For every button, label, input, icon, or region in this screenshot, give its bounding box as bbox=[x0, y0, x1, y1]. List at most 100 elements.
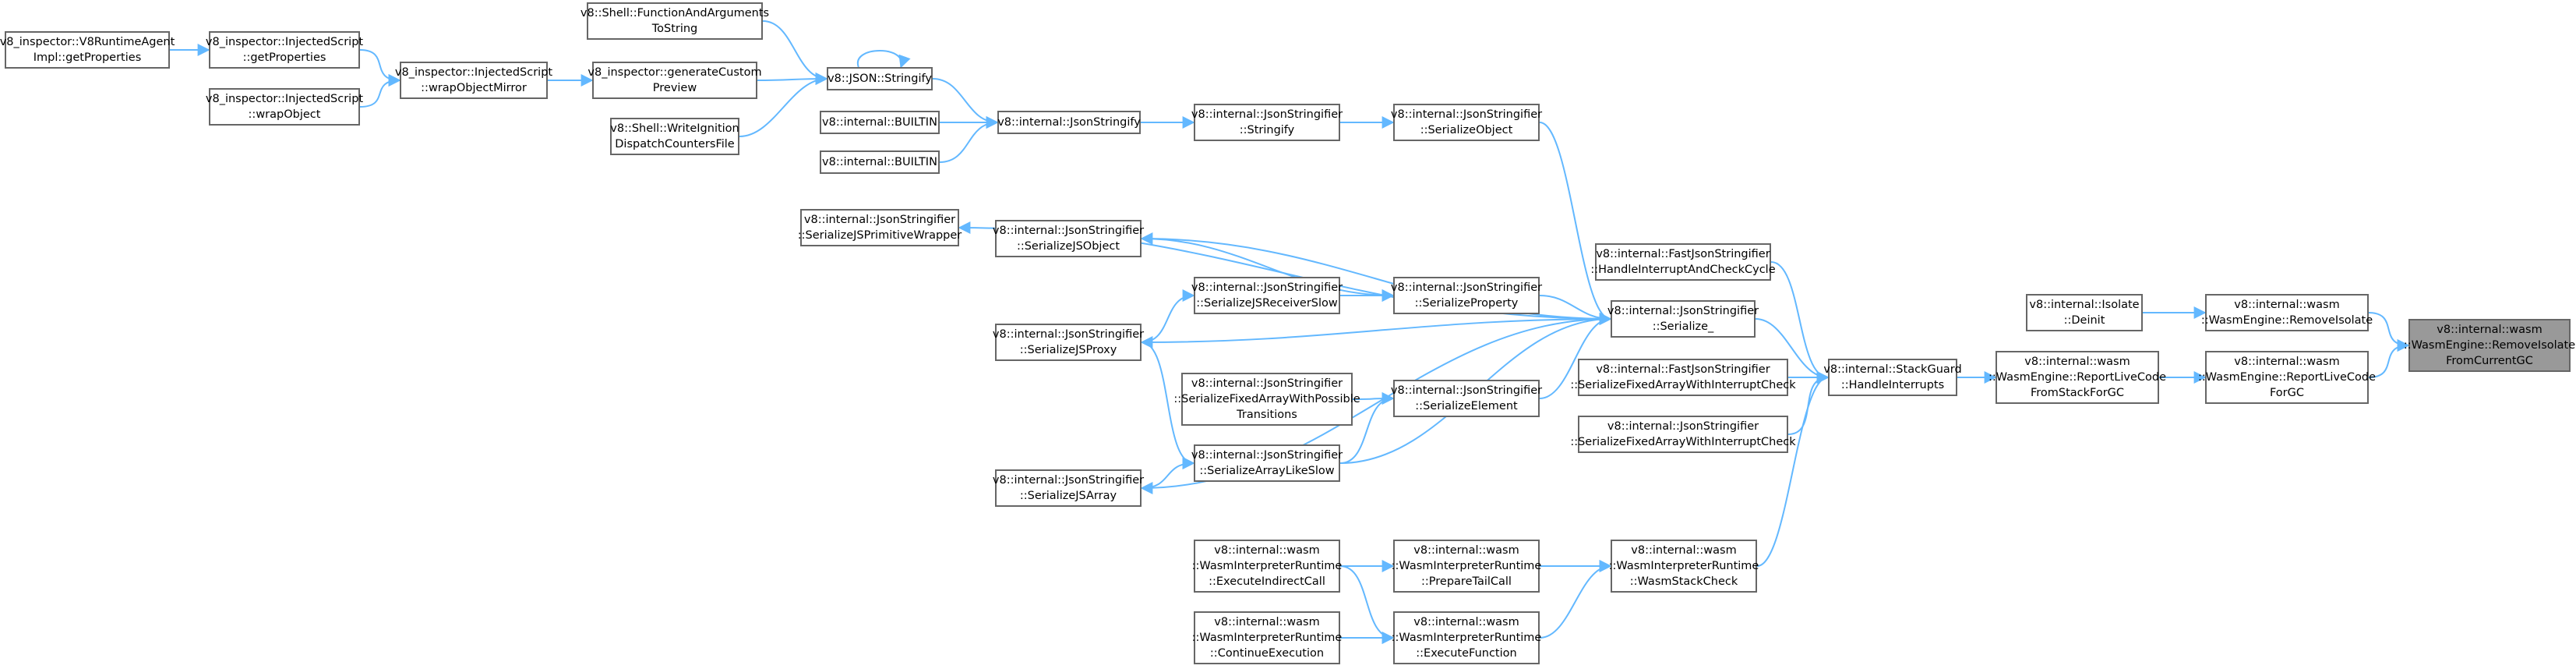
node-jsonstringifier-serializefixedarraywithpossibletransitions[interactable]: v8::internal::JsonStringifier ::Serializ… bbox=[1173, 373, 1360, 426]
edge-n34-to-n10 bbox=[1539, 560, 1612, 639]
node-label: v8::internal::wasm bbox=[2234, 356, 2340, 368]
node-label: FromCurrentGC bbox=[2446, 355, 2533, 367]
node-label: v8::internal::JsonStringifier bbox=[803, 214, 956, 226]
node-wasmengine-reportlivecodefromstackforgc[interactable]: v8::internal::wasm ::WasmEngine::ReportL… bbox=[1988, 351, 2166, 404]
node-label: v8::internal::JsonStringifier bbox=[1191, 449, 1343, 462]
node-wasminterpreterruntime-preparetailcall[interactable]: v8::internal::wasm ::WasmInterpreterRunt… bbox=[1391, 540, 1542, 593]
node-label: v8::internal::JsonStringifier bbox=[1390, 108, 1543, 121]
node-label: v8::internal::StackGuard bbox=[1823, 363, 1962, 376]
node-jsonstringifier-serializeelement[interactable]: v8::internal::JsonStringifier ::Serializ… bbox=[1390, 380, 1543, 417]
node-label: v8::internal::JsonStringifier bbox=[1191, 281, 1343, 294]
node-jsonstringifier-serializejsprimitivewrapper[interactable]: v8::internal::JsonStringifier ::Serializ… bbox=[797, 209, 962, 246]
node-label: ::WasmEngine::RemoveIsolate bbox=[2403, 339, 2576, 352]
node-injectedscript-getproperties[interactable]: v8_inspector::InjectedScript ::getProper… bbox=[206, 31, 363, 69]
node-label: v8::internal::BUILTIN bbox=[822, 116, 937, 129]
edge-n22-to-n20 bbox=[359, 74, 401, 108]
node-label: ::wrapObjectMirror bbox=[421, 82, 527, 94]
node-injectedscript-wrapobject[interactable]: v8_inspector::InjectedScript ::wrapObjec… bbox=[206, 88, 363, 126]
edge-n32-to-n31 bbox=[1141, 457, 1195, 489]
node-jsonstringifier-stringify[interactable]: v8::internal::JsonStringifier ::Stringif… bbox=[1191, 104, 1343, 141]
node-label: Preview bbox=[652, 82, 697, 94]
node-label: v8::internal::Isolate bbox=[2029, 299, 2140, 311]
node-label: v8::internal::JsonStringifier bbox=[1390, 281, 1543, 294]
node-label: FromStackForGC bbox=[2030, 387, 2125, 399]
node-inspector-generatecustompreview[interactable]: v8_inspector::generateCustom Preview bbox=[588, 62, 762, 99]
node-label: Transitions bbox=[1237, 409, 1297, 421]
node-label: ::HandleInterruptAndCheckCycle bbox=[1590, 264, 1776, 276]
node-wasminterpreterruntime-continueexecution[interactable]: v8::internal::wasm ::WasmInterpreterRunt… bbox=[1191, 611, 1343, 664]
edge-n14-to-n13 bbox=[932, 78, 999, 129]
node-jsonstringifier-serializejsreceiverslow[interactable]: v8::internal::JsonStringifier ::Serializ… bbox=[1191, 277, 1343, 314]
edge-n2-to-n0 bbox=[2368, 339, 2410, 378]
node-jsonstringifier-serializejsproxy[interactable]: v8::internal::JsonStringifier ::Serializ… bbox=[992, 324, 1145, 361]
node-label: ::Deinit bbox=[2063, 314, 2105, 327]
node-label: ::SerializeFixedArrayWithInterruptCheck bbox=[1570, 379, 1796, 391]
node-label: v8::internal::FastJsonStringifier bbox=[1596, 363, 1770, 376]
node-label: ::getProperties bbox=[242, 51, 326, 64]
node-label: ::SerializeProperty bbox=[1414, 297, 1519, 310]
node-label: v8::internal::JsonStringifier bbox=[1607, 305, 1759, 317]
node-label: v8::internal::wasm bbox=[1413, 616, 1519, 628]
node-wasminterpreterruntime-executeindirectcall[interactable]: v8::internal::wasm ::WasmInterpreterRunt… bbox=[1191, 540, 1343, 593]
node-jsonstringifier-serializeproperty[interactable]: v8::internal::JsonStringifier ::Serializ… bbox=[1390, 277, 1543, 314]
node-label: v8::Shell::FunctionAndArguments bbox=[580, 7, 770, 19]
node-injectedscript-wrapobjectmirror[interactable]: v8_inspector::InjectedScript ::wrapObjec… bbox=[395, 62, 552, 99]
node-label: ::WasmEngine::RemoveIsolate bbox=[2200, 314, 2373, 327]
node-jsonstringifier-serializefixedarraywithinterruptcheck[interactable]: v8::internal::JsonStringifier ::Serializ… bbox=[1570, 416, 1796, 453]
node-label: v8_inspector::InjectedScript bbox=[394, 66, 553, 79]
node-v8runtimeagentimpl-getproperties[interactable]: v8_inspector::V8RuntimeAgent Impl::getPr… bbox=[0, 31, 175, 69]
node-label: v8::internal::JsonStringifier bbox=[1607, 420, 1759, 433]
node-label: ::WasmInterpreterRuntime bbox=[1191, 560, 1343, 572]
node-label: v8_inspector::generateCustom bbox=[588, 66, 762, 79]
node-label: v8::internal::wasm bbox=[2437, 324, 2542, 336]
node-label: ::ExecuteIndirectCall bbox=[1209, 575, 1325, 588]
node-internal-builtin[interactable]: v8::internal::BUILTIN bbox=[820, 111, 940, 134]
node-label: ::WasmStackCheck bbox=[1629, 575, 1738, 588]
node-label: ::WasmInterpreterRuntime bbox=[1391, 560, 1542, 572]
node-jsonstringifier-serializeobject[interactable]: v8::internal::JsonStringifier ::Serializ… bbox=[1390, 104, 1543, 141]
node-label: v8::internal::JsonStringifier bbox=[1191, 377, 1343, 390]
node-label: v8::internal::wasm bbox=[1631, 544, 1737, 557]
node-label: v8_inspector::V8RuntimeAgent bbox=[0, 36, 175, 48]
node-label: v8::internal::JsonStringifier bbox=[1390, 384, 1543, 397]
node-label: ::HandleInterrupts bbox=[1840, 379, 1945, 391]
node-label: ::SerializeJSReceiverSlow bbox=[1196, 297, 1338, 310]
edge-n10-to-n5 bbox=[1756, 371, 1830, 567]
node-label: v8::internal::JsonStringifier bbox=[992, 328, 1145, 341]
node-jsonstringifier-serializejsobject[interactable]: v8::internal::JsonStringifier ::Serializ… bbox=[993, 220, 1144, 257]
node-label: ::SerializeFixedArrayWithPossible bbox=[1173, 393, 1360, 405]
edge-n11-to-n7 bbox=[1539, 122, 1612, 325]
node-label: ::SerializeJSArray bbox=[1019, 490, 1117, 502]
node-label: v8::internal::wasm bbox=[1214, 616, 1320, 628]
node-wasminterpreterruntime-executefunction[interactable]: v8::internal::wasm ::WasmInterpreterRunt… bbox=[1392, 611, 1541, 664]
node-label: ::WasmInterpreterRuntime bbox=[1608, 560, 1759, 572]
node-internal-jsonstringify[interactable]: v8::internal::JsonStringify bbox=[997, 111, 1141, 134]
node-json-stringify[interactable]: v8::JSON::Stringify bbox=[827, 67, 933, 90]
node-fastjsonstringifier-serializefixedarraywithinterruptcheck[interactable]: v8::internal::FastJsonStringifier ::Seri… bbox=[1570, 359, 1796, 396]
node-label: DispatchCountersFile bbox=[615, 138, 735, 150]
node-label: v8::internal::JsonStringify bbox=[997, 116, 1141, 129]
node-wasmengine-reportlivecodeforgc[interactable]: v8::internal::wasm ::WasmEngine::ReportL… bbox=[2198, 351, 2376, 404]
node-shell-writeignitiondispatchcountersfile[interactable]: v8::Shell::WriteIgnition DispatchCounter… bbox=[610, 118, 739, 155]
node-jsonstringifier-serializearraylikeslow[interactable]: v8::internal::JsonStringifier ::Serializ… bbox=[1191, 444, 1343, 482]
node-internal-builtin[interactable]: v8::internal::BUILTIN bbox=[820, 150, 940, 174]
node-fastjsonstringifier-handleinterruptandcheckcycle[interactable]: v8::internal::FastJsonStringifier ::Hand… bbox=[1590, 243, 1776, 281]
node-stackguard-handleinterrupts[interactable]: v8::internal::StackGuard ::HandleInterru… bbox=[1823, 359, 1962, 396]
node-label: ::WasmInterpreterRuntime bbox=[1191, 632, 1343, 644]
node-label: v8::internal::JsonStringifier bbox=[992, 474, 1145, 487]
node-label: ::SerializeJSObject bbox=[1016, 240, 1120, 253]
node-isolate-deinit[interactable]: v8::internal::Isolate ::Deinit bbox=[2026, 294, 2143, 331]
edge-n17-to-n14 bbox=[762, 20, 828, 85]
node-label: ::SerializeJSPrimitiveWrapper bbox=[797, 229, 962, 242]
node-label: Impl::getProperties bbox=[33, 51, 142, 64]
node-wasminterpreterruntime-wasmstackcheck[interactable]: v8::internal::wasm ::WasmInterpreterRunt… bbox=[1608, 540, 1759, 593]
node-label: ::ContinueExecution bbox=[1209, 647, 1325, 660]
node-label: v8::internal::FastJsonStringifier bbox=[1596, 248, 1770, 260]
node-label: v8::Shell::WriteIgnition bbox=[610, 122, 739, 135]
node-jsonstringifier-serialize[interactable]: v8::internal::JsonStringifier ::Serializ… bbox=[1607, 300, 1759, 338]
node-shell-functionandargumentstostring[interactable]: v8::Shell::FunctionAndArguments ToString bbox=[580, 2, 769, 40]
node-label: ::PrepareTailCall bbox=[1421, 575, 1512, 588]
node-wasmengine-removeisolate[interactable]: v8::internal::wasm ::WasmEngine::RemoveI… bbox=[2201, 294, 2373, 331]
node-jsonstringifier-serializejsarray[interactable]: v8::internal::JsonStringifier ::Serializ… bbox=[992, 469, 1145, 507]
